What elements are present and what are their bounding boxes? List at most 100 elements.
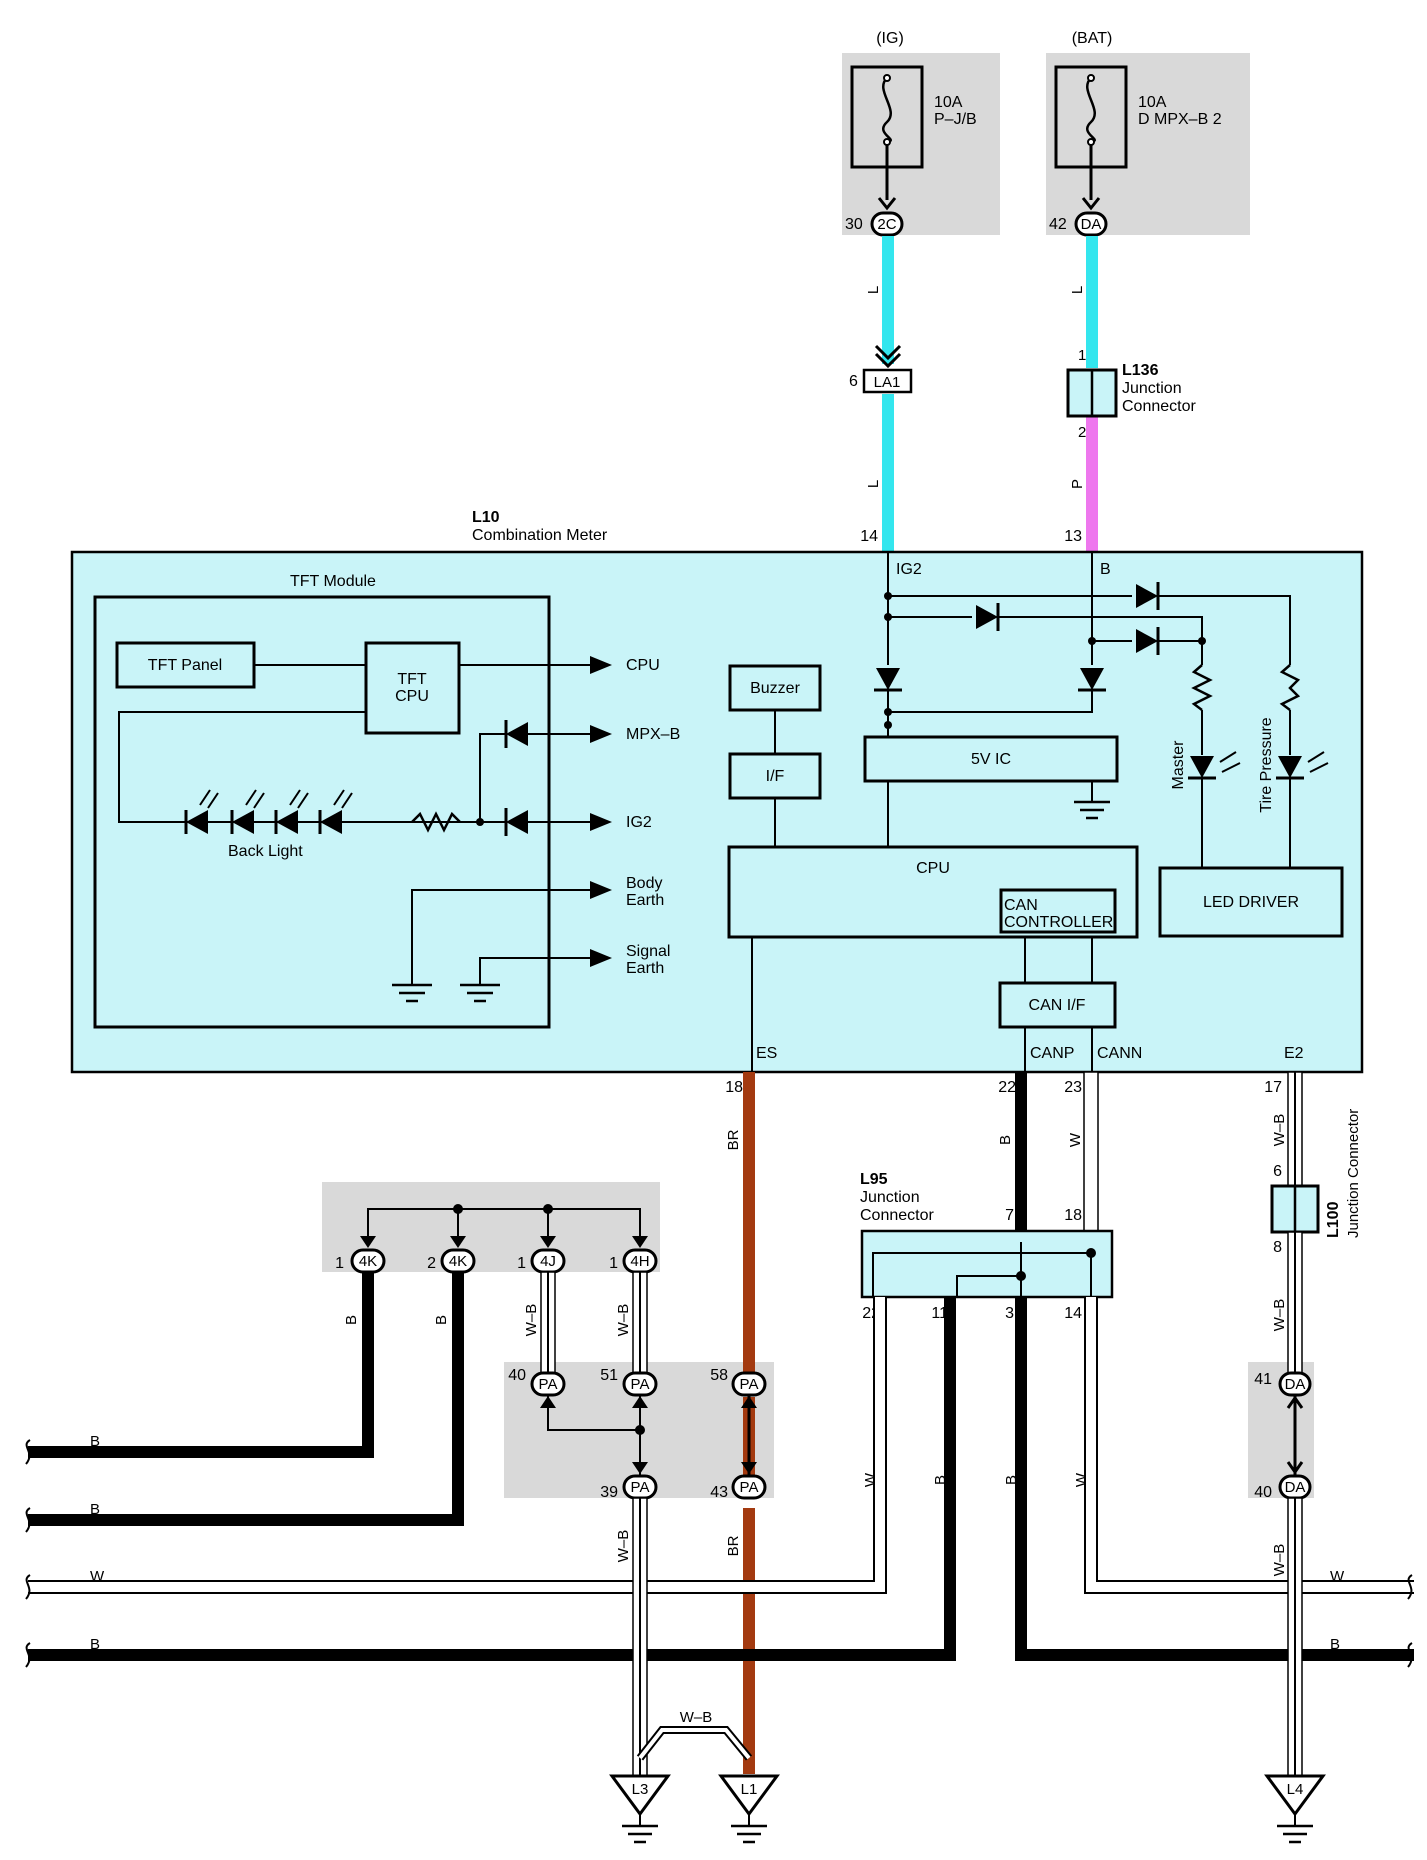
ig-fuse-rating: 10A bbox=[934, 94, 963, 111]
can-controller-label-2: CONTROLLER bbox=[1004, 914, 1113, 931]
pa-51-name: PA bbox=[631, 1376, 650, 1393]
meter-pin-ig2: 14 bbox=[860, 528, 878, 545]
l136-name-2: Connector bbox=[1122, 398, 1196, 415]
pa-51-pin: 51 bbox=[600, 1367, 618, 1384]
cpu-label: CPU bbox=[916, 860, 950, 877]
splice-4j-name: 4J bbox=[540, 1253, 556, 1270]
la1-connector bbox=[862, 368, 913, 394]
ig-conn-pin: 30 bbox=[845, 216, 863, 233]
ig-connector bbox=[870, 211, 904, 237]
meter-name: Combination Meter bbox=[472, 527, 608, 544]
ground-l3-label: L3 bbox=[632, 1781, 649, 1798]
wire-label-b-h2: B bbox=[90, 1501, 100, 1518]
da-bottom-pin: 40 bbox=[1254, 1484, 1272, 1501]
cpu bbox=[727, 845, 1139, 939]
interface-label: I/F bbox=[766, 768, 785, 785]
tft-module-label: TFT Module bbox=[290, 573, 376, 590]
ig-conn-name: 2C bbox=[877, 216, 896, 233]
wire-label-b-h3: B bbox=[90, 1636, 100, 1653]
wire-label-b-l95-11: B bbox=[932, 1475, 949, 1485]
pa-58-name: PA bbox=[740, 1376, 759, 1393]
wire-label-wb-jumper: W–B bbox=[680, 1709, 713, 1726]
5v-ic-label: 5V IC bbox=[971, 751, 1011, 768]
da-top-pin: 41 bbox=[1254, 1371, 1272, 1388]
l100-pin-8: 8 bbox=[1273, 1239, 1282, 1256]
splice-4h-name: 4H bbox=[630, 1253, 649, 1270]
wire-br-es-lower bbox=[743, 1508, 755, 1774]
pa-43-pin: 43 bbox=[710, 1484, 728, 1501]
ground-l1: L1 bbox=[718, 1774, 780, 1844]
wire-label-wb-l3: W–B bbox=[615, 1530, 632, 1563]
l100-name: Junction Connector bbox=[1345, 1109, 1362, 1238]
bat-connector bbox=[1074, 211, 1108, 237]
la1-name: LA1 bbox=[874, 374, 901, 391]
pa-arrows-icon bbox=[540, 1396, 757, 1474]
buzzer-label: Buzzer bbox=[750, 680, 800, 697]
back-light-led-icons bbox=[184, 789, 353, 834]
tft-out-cpu: CPU bbox=[626, 657, 660, 674]
signal-earth-ground-icon bbox=[460, 983, 500, 1003]
tft-cpu-label-2: CPU bbox=[395, 688, 429, 705]
wire-label-wb-e2-2: W–B bbox=[1271, 1299, 1288, 1332]
wire-label-l-1: L bbox=[865, 286, 882, 294]
wire-label-br-1: BR bbox=[725, 1129, 742, 1150]
wire-label-l-2: L bbox=[865, 480, 882, 488]
ig-fuse-name: P–J/B bbox=[934, 111, 977, 128]
l136-name-1: Junction bbox=[1122, 380, 1182, 397]
wire-br-es-upper bbox=[743, 1072, 755, 1373]
tft-out-signal-2: Earth bbox=[626, 960, 664, 977]
l95-pin-7: 7 bbox=[1005, 1207, 1014, 1224]
tft-ig2-diode-icon bbox=[504, 808, 528, 836]
meter-label-cann: CANN bbox=[1097, 1045, 1142, 1062]
combination-meter bbox=[70, 550, 1364, 1074]
wire-label-w-h1: W bbox=[90, 1568, 105, 1585]
wire-label-b-4k-2: B bbox=[433, 1315, 450, 1325]
body-earth-ground-icon bbox=[392, 983, 432, 1003]
meter-pin-e2: 17 bbox=[1264, 1079, 1282, 1096]
wire-b-canp bbox=[1015, 1072, 1027, 1242]
bat-fuse-block bbox=[1046, 53, 1250, 235]
la1-pin: 6 bbox=[849, 373, 858, 390]
bat-fuse-rating: 10A bbox=[1138, 94, 1167, 111]
back-light-resistor-icon bbox=[411, 811, 461, 833]
ig-power-label: (IG) bbox=[876, 30, 904, 47]
master-resistor-icon bbox=[1191, 664, 1213, 711]
wire-label-w-l95-14: W bbox=[1073, 1472, 1090, 1487]
wire-label-l-3: L bbox=[1069, 286, 1086, 294]
led-driver-label: LED DRIVER bbox=[1203, 894, 1299, 911]
l95-pin-11: 11 bbox=[931, 1305, 948, 1322]
l95-name-2: Connector bbox=[860, 1207, 934, 1224]
pa-58-pin: 58 bbox=[710, 1367, 728, 1384]
wire-l-bat bbox=[1086, 236, 1098, 368]
l136-pin-1: 1 bbox=[1078, 347, 1086, 364]
l100-pin-6: 6 bbox=[1273, 1163, 1282, 1180]
5v-ic-ground-icon bbox=[1074, 781, 1110, 820]
wire-label-b-h4: B bbox=[1330, 1636, 1340, 1653]
wire-b-l95-3 bbox=[1015, 1297, 1414, 1661]
la1-arrow-icon bbox=[874, 344, 902, 369]
l136-code: L136 bbox=[1122, 362, 1159, 379]
da-top-name: DA bbox=[1285, 1376, 1306, 1393]
wire-b-4k-2 bbox=[28, 1272, 464, 1526]
meter-code: L10 bbox=[472, 509, 500, 526]
wire-label-wb-4j: W–B bbox=[523, 1304, 540, 1337]
can-interface bbox=[998, 981, 1117, 1029]
meter-pin-es: 18 bbox=[725, 1079, 743, 1096]
wire-label-w-cann: W bbox=[1067, 1132, 1084, 1147]
splice-4j-pin: 1 bbox=[517, 1255, 526, 1272]
wire-label-b-4k-1: B bbox=[343, 1315, 360, 1325]
da-bottom-name: DA bbox=[1285, 1479, 1306, 1496]
tft-cpu bbox=[364, 641, 461, 735]
wire-l-ig-upper bbox=[882, 236, 894, 364]
5v-ic bbox=[863, 735, 1119, 783]
wire-break-right-icons bbox=[1407, 1574, 1413, 1668]
splice-4k-2-pin: 2 bbox=[427, 1255, 436, 1272]
pa-43-connector bbox=[731, 1474, 767, 1500]
wire-wb-jumper bbox=[638, 1728, 751, 1760]
wire-w-l95-14 bbox=[1086, 1297, 1414, 1592]
l136-pin-2: 2 bbox=[1078, 424, 1086, 441]
splice-4h-pin: 1 bbox=[609, 1255, 618, 1272]
da-arrow-icon bbox=[1286, 1395, 1304, 1475]
l95-pin-3: 3 bbox=[1005, 1305, 1014, 1322]
ground-l1-label: L1 bbox=[741, 1781, 758, 1798]
